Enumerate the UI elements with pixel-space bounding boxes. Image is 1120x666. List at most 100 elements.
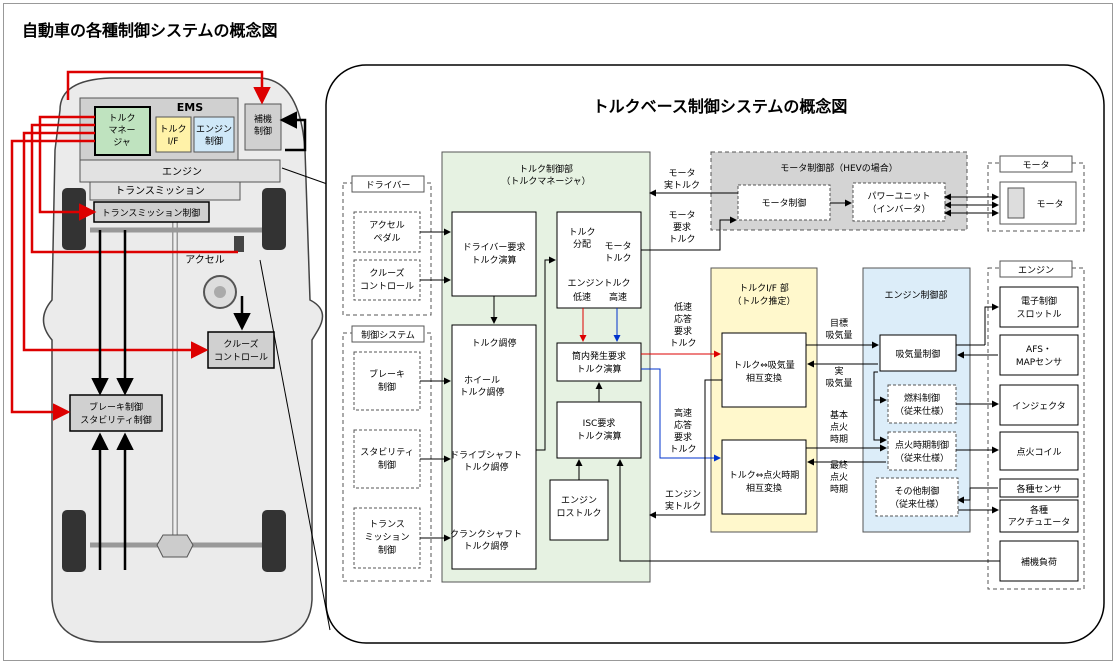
svg-text:ブレーキ: ブレーキ xyxy=(369,368,405,380)
svg-text:トルク: トルク xyxy=(669,338,696,349)
svg-text:相互変換: 相互変換 xyxy=(746,482,782,494)
throttle-box xyxy=(999,286,1079,328)
cruise-control-box xyxy=(207,331,275,369)
svg-text:低速: 低速 xyxy=(674,301,692,313)
control-system-group: 制御システム ブレーキ 制御 スタビリティ 制御 トランス ミッション 制御 xyxy=(342,325,432,582)
accel-pedal-icon xyxy=(234,236,244,252)
svg-text:アクセル: アクセル xyxy=(369,220,405,231)
engine-group: エンジン 電子制御 スロットル AFS・ MAPセンサ インジェクタ 点火コイル… xyxy=(987,260,1085,590)
svg-text:マネー: マネー xyxy=(108,125,135,136)
svg-text:スタビリティ: スタビリティ xyxy=(360,447,413,458)
svg-text:インジェクタ: インジェクタ xyxy=(1012,401,1066,412)
ign-coil-box xyxy=(999,431,1079,471)
svg-text:エンジントルク: エンジントルク xyxy=(567,278,630,289)
svg-text:実トルク: 実トルク xyxy=(664,179,700,191)
accel-pedal-box xyxy=(353,211,421,253)
svg-text:トルク調停: トルク調停 xyxy=(463,540,508,552)
svg-text:分配: 分配 xyxy=(573,239,591,250)
svg-text:応答: 応答 xyxy=(674,313,692,325)
svg-text:トルク演算: トルク演算 xyxy=(576,430,621,442)
accel-label: アクセル xyxy=(185,254,225,266)
svg-text:制御: 制御 xyxy=(378,381,396,393)
svg-text:モータ: モータ xyxy=(668,210,695,221)
motor-control-box xyxy=(737,184,831,221)
svg-text:スタビリティ制御: スタビリティ制御 xyxy=(80,414,151,426)
svg-text:トルク制御部: トルク制御部 xyxy=(519,163,573,175)
svg-text:コントロール: コントロール xyxy=(214,353,268,363)
svg-text:実トルク: 実トルク xyxy=(665,500,701,512)
svg-text:クルーズ: クルーズ xyxy=(223,338,258,350)
svg-text:（従来仕様）: （従来仕様） xyxy=(890,498,944,510)
svg-text:ミッション: ミッション xyxy=(364,533,409,543)
connection-arrows xyxy=(420,189,1000,562)
steering-wheel-icon xyxy=(203,275,237,309)
torque-manager-box xyxy=(94,106,151,156)
wheel-front-left xyxy=(62,188,86,250)
svg-text:モータ: モータ xyxy=(1036,199,1063,210)
driver-cruise-box xyxy=(353,259,421,301)
svg-text:モータ: モータ xyxy=(668,168,695,179)
svg-text:トルク: トルク xyxy=(604,253,631,264)
svg-text:I/F: I/F xyxy=(168,137,179,147)
svg-text:ブレーキ制御: ブレーキ制御 xyxy=(89,401,143,413)
svg-text:時期: 時期 xyxy=(830,434,848,445)
svg-text:コントロール: コントロール xyxy=(360,282,414,292)
svg-text:EMS: EMS xyxy=(177,101,203,114)
svg-text:MAPセンサ: MAPセンサ xyxy=(1016,357,1062,368)
svg-text:エンジン: エンジン xyxy=(561,496,597,506)
svg-text:基本: 基本 xyxy=(830,409,848,421)
injector-box xyxy=(999,384,1079,426)
svg-text:ドライブシャフト: ドライブシャフト xyxy=(450,449,522,461)
svg-text:筒内発生要求: 筒内発生要求 xyxy=(572,350,626,362)
svg-text:エンジン: エンジン xyxy=(1018,266,1054,276)
ign-control-box xyxy=(887,431,957,471)
svg-text:燃料制御: 燃料制御 xyxy=(904,392,940,404)
svg-text:要求: 要求 xyxy=(674,325,692,337)
svg-text:スロットル: スロットル xyxy=(1016,310,1061,320)
wheel-front-right xyxy=(262,188,286,250)
svg-text:モータ制御部（HEVの場合）: モータ制御部（HEVの場合） xyxy=(780,162,898,174)
torque-if-box xyxy=(155,116,192,153)
svg-text:要求: 要求 xyxy=(674,431,692,443)
svg-text:トルク: トルク xyxy=(669,444,696,455)
svg-text:トルク調停: トルク調停 xyxy=(471,337,516,349)
svg-text:最終: 最終 xyxy=(830,459,848,471)
svg-text:ドライバー: ドライバー xyxy=(366,180,411,191)
svg-text:トルク: トルク xyxy=(568,227,595,238)
figure-frame xyxy=(3,3,1113,661)
svg-text:トルク演算: トルク演算 xyxy=(576,363,621,375)
cyl-req-torque-box xyxy=(556,342,642,382)
svg-text:制御: 制御 xyxy=(378,459,396,471)
torque-arbitration-box xyxy=(451,324,537,570)
svg-text:モータ制御: モータ制御 xyxy=(761,197,806,209)
svg-text:トルク: トルク xyxy=(159,124,186,135)
svg-text:クランクシャフト: クランクシャフト xyxy=(450,529,522,540)
svg-text:点火: 点火 xyxy=(830,422,848,433)
power-unit-box xyxy=(852,182,946,222)
svg-text:相互変換: 相互変換 xyxy=(746,372,782,384)
svg-text:各種: 各種 xyxy=(1030,504,1048,516)
svg-text:ISC要求: ISC要求 xyxy=(583,417,616,429)
actuators-box xyxy=(999,499,1079,533)
svg-text:エンジン: エンジン xyxy=(665,490,701,500)
driver-group: ドライバー アクセル ペダル クルーズ コントロール xyxy=(342,175,432,316)
svg-text:補機: 補機 xyxy=(254,113,272,125)
svg-text:（従来仕様）: （従来仕様） xyxy=(895,452,949,464)
engine-loss-torque-box xyxy=(549,479,609,541)
fuel-control-box xyxy=(887,384,957,424)
torque-if-unit: トルクI/F 部 （トルク推定） トルク⇔吸気量 相互変換 トルク⇔点火時期 相… xyxy=(710,267,818,533)
svg-text:トルク⇔点火時期: トルク⇔点火時期 xyxy=(729,470,800,481)
page-title: 自動車の各種制御システムの概念図 xyxy=(22,21,278,40)
svg-text:応答: 応答 xyxy=(674,419,692,431)
svg-text:エンジン: エンジン xyxy=(196,125,232,135)
svg-text:制御: 制御 xyxy=(254,125,272,137)
svg-text:ドライバー要求: ドライバー要求 xyxy=(463,241,526,253)
signal-labels: モータ 実トルク モータ 要求 トルク 低速 応答 要求 トルク 高速 応答 要… xyxy=(664,168,853,512)
svg-text:電子制御: 電子制御 xyxy=(1021,295,1057,307)
wheel-rear-right xyxy=(262,510,286,572)
car-illustration xyxy=(42,77,324,643)
svg-text:要求: 要求 xyxy=(673,221,691,233)
brake-stability-box xyxy=(69,394,163,432)
svg-text:その他制御: その他制御 xyxy=(894,485,939,497)
